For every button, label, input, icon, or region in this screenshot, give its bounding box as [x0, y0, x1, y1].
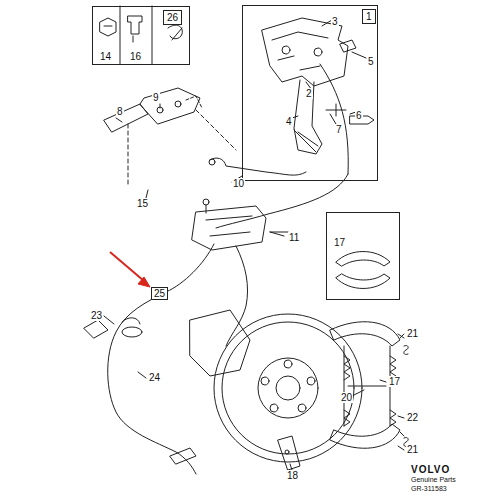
callout-number: 10 — [232, 178, 245, 189]
callout-number: 15 — [136, 198, 149, 209]
callout-number: 6 — [355, 110, 363, 121]
callout-number: 17 — [333, 237, 346, 248]
inset-frame: 14 16 26 — [92, 6, 190, 65]
callout-number: 8 — [116, 106, 124, 117]
callout-number: 7 — [335, 124, 343, 135]
brand-mark: Genuine Parts — [410, 476, 457, 484]
callout-number: 26 — [163, 10, 182, 25]
callout-number: 21 — [406, 444, 419, 455]
callout-number: 16 — [129, 51, 142, 62]
callout-number: 3 — [331, 16, 339, 27]
inset-frame: 3 5 2 6 7 4 1 — [242, 5, 378, 181]
callout-number: 1 — [366, 11, 372, 22]
brand-mark: VOLVO — [410, 464, 451, 475]
callout-number: 24 — [148, 372, 161, 383]
callout-number: 5 — [367, 56, 375, 67]
callout-number: 25 — [154, 288, 165, 299]
callout-number: 9 — [152, 92, 160, 103]
brand-mark: GR-311583 — [410, 485, 448, 493]
callout-number: 2 — [305, 88, 313, 99]
callout-number: 20 — [340, 392, 353, 403]
callout-number: 17 — [388, 376, 401, 387]
callout-number: 4 — [285, 116, 293, 127]
callout-box: 1 — [362, 9, 376, 24]
inset-frame: 17 — [326, 212, 400, 300]
callout-number: 18 — [286, 470, 299, 481]
callout-number: 22 — [406, 412, 419, 423]
callout-number: 14 — [99, 51, 112, 62]
callout-number: 23 — [90, 310, 103, 321]
callout-number: 11 — [288, 232, 300, 243]
callout-number: 21 — [406, 328, 419, 339]
callout-box: 25 — [151, 287, 168, 300]
